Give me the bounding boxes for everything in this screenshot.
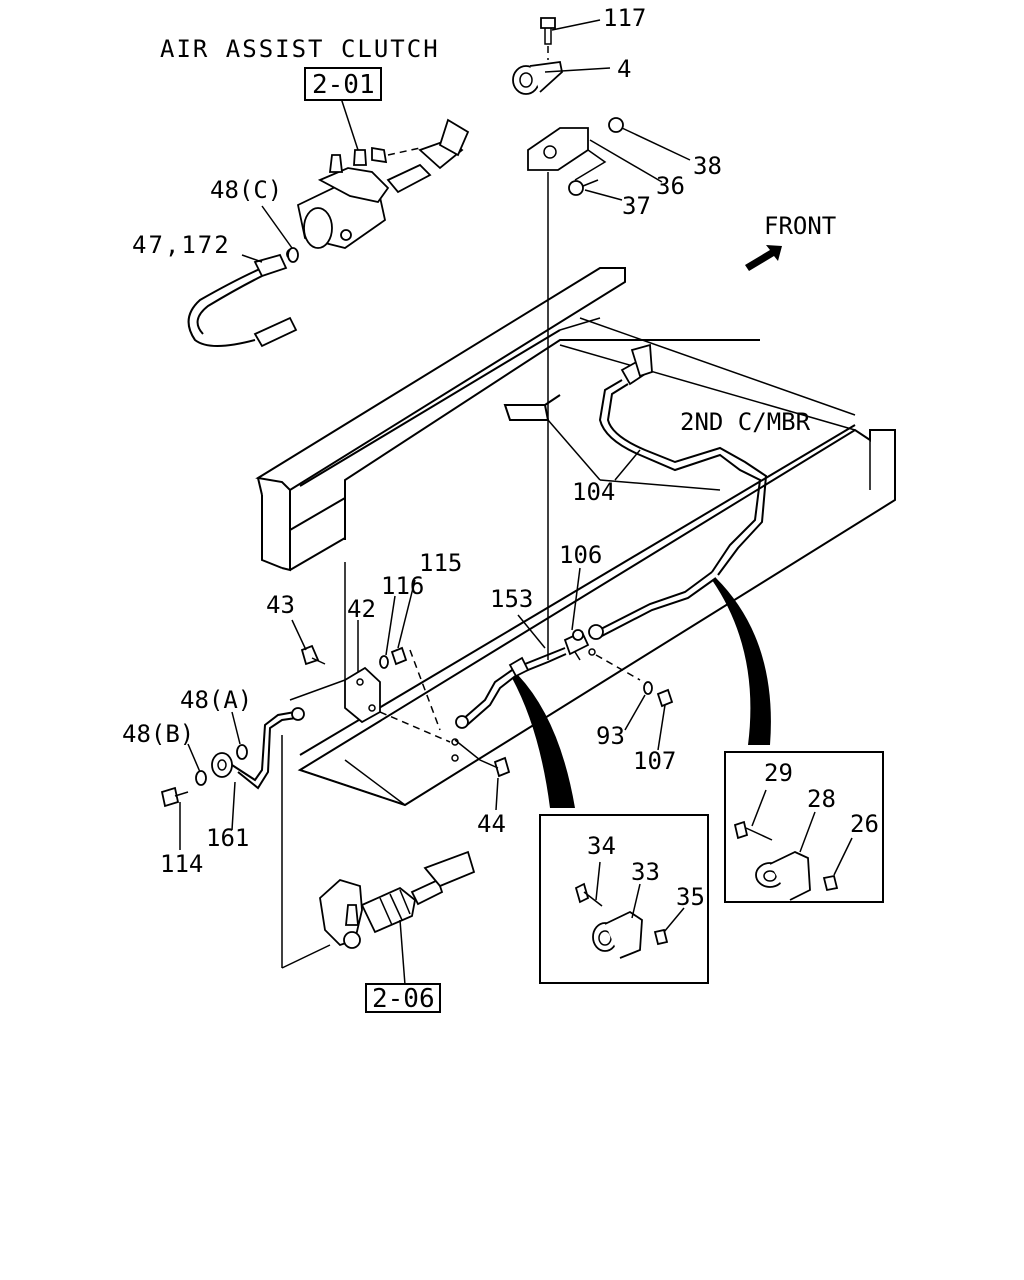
bracket-42: [344, 562, 381, 724]
callout-38: 38: [693, 152, 722, 180]
title-air-assist-clutch: AIR ASSIST CLUTCH: [160, 35, 440, 63]
pipe-153: [455, 647, 567, 729]
washer-48b: [195, 770, 207, 786]
callout-34: 34: [587, 832, 616, 860]
nut-38: [608, 117, 624, 133]
chassis-frame: [255, 267, 896, 807]
callout-48a: 48(A): [180, 686, 252, 714]
detail-leader-arrows: [512, 578, 771, 808]
tee-fitting-106: [563, 629, 641, 681]
clamp-4: [512, 60, 563, 95]
hose-47-172: [187, 248, 298, 348]
bracket-36: [527, 127, 607, 181]
callout-93: 93: [596, 722, 625, 750]
callout-29: 29: [764, 759, 793, 787]
pipe-to-tee: [588, 571, 717, 640]
callout-106: 106: [559, 541, 602, 569]
callout-33: 33: [631, 858, 660, 886]
callout-26: 26: [850, 810, 879, 838]
callout-43: 43: [266, 591, 295, 619]
detail-box-clamp-33: [539, 814, 709, 984]
callout-161: 161: [206, 824, 249, 852]
washer-48c: [287, 247, 299, 263]
nut-115: [390, 646, 408, 666]
ref-box-2-06: [365, 983, 441, 1013]
detail-box-clamp-28: [724, 751, 884, 903]
callout-42: 42: [347, 595, 376, 623]
bolt-37: [568, 179, 599, 196]
slave-cylinder: [319, 850, 476, 986]
label-front: FRONT: [764, 212, 836, 240]
bolt-117: [540, 17, 556, 45]
callout-107: 107: [633, 747, 676, 775]
washer-93: [643, 681, 653, 695]
callout-36: 36: [656, 172, 685, 200]
callout-48c: 48(C): [210, 176, 282, 204]
callout-115: 115: [419, 549, 462, 577]
callout-153: 153: [490, 585, 533, 613]
pipe-161: [211, 707, 305, 790]
ref-box-2-01: [304, 67, 382, 101]
callout-4: 4: [617, 55, 631, 83]
callout-44: 44: [477, 810, 506, 838]
callout-116: 116: [381, 572, 424, 600]
callout-47-172: 47,172: [132, 231, 231, 259]
callout-48b: 48(B): [122, 720, 194, 748]
callout-114: 114: [160, 850, 203, 878]
washer-48a: [236, 744, 248, 760]
ref-2-06: 2-06: [372, 984, 435, 1014]
bolt-44: [493, 756, 511, 778]
callout-104: 104: [572, 478, 615, 506]
callout-117: 117: [603, 4, 646, 32]
callout-37: 37: [622, 192, 651, 220]
pipe-104: [598, 343, 768, 576]
callout-35: 35: [676, 883, 705, 911]
leader-lines: [179, 19, 853, 933]
bolt-114: [160, 786, 189, 808]
callout-28: 28: [807, 785, 836, 813]
washer-116: [379, 655, 389, 669]
ref-2-01: 2-01: [312, 70, 375, 100]
bolt-43: [300, 644, 326, 666]
nut-107: [656, 688, 674, 708]
front-arrow-icon: [745, 245, 782, 271]
label-2nd-crossmember: 2ND C/MBR: [680, 408, 811, 436]
clutch-booster: [296, 94, 470, 249]
